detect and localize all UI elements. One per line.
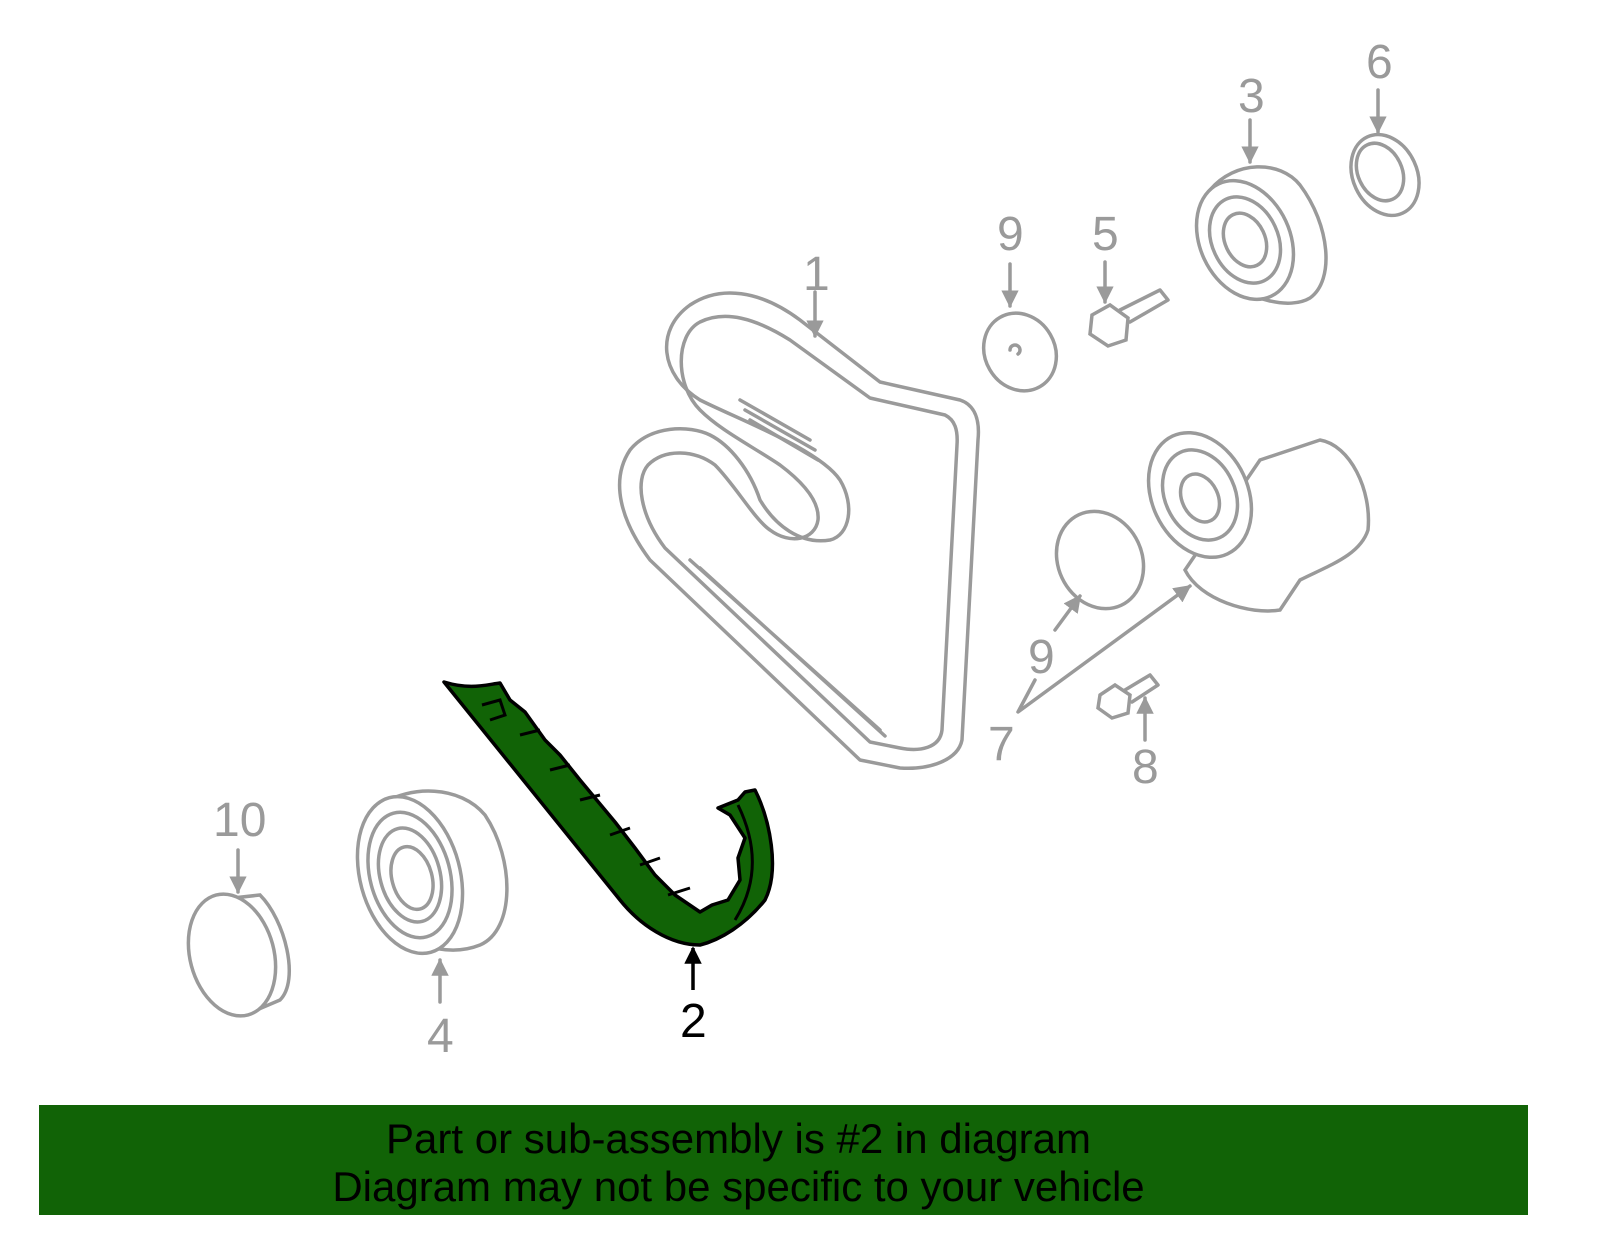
part-10-cap[interactable]	[175, 884, 292, 1026]
banner-line-2: Diagram may not be specific to your vehi…	[332, 1163, 1145, 1210]
callout-1: 1	[803, 248, 830, 301]
callout-5: 5	[1092, 208, 1119, 261]
callout-9-lower: 9	[1028, 631, 1055, 684]
callout-7: 7	[988, 718, 1015, 771]
callout-4: 4	[427, 1010, 454, 1063]
callout-10: 10	[213, 794, 266, 847]
part-1-serpentine-belt[interactable]	[617, 291, 981, 770]
callout-2: 2	[680, 995, 707, 1048]
part-6-cap[interactable]	[1338, 123, 1432, 226]
callout-8: 8	[1132, 741, 1159, 794]
info-banner: Part or sub-assembly is #2 in diagram Di…	[39, 1105, 1528, 1215]
part-9-cap-lower[interactable]	[1041, 497, 1159, 623]
part-3-idler-pulley[interactable]	[1178, 165, 1328, 315]
banner-line-1: Part or sub-assembly is #2 in diagram	[386, 1115, 1091, 1162]
part-4-pulley[interactable]	[341, 785, 509, 965]
callout-3: 3	[1238, 70, 1265, 123]
part-2-timing-belt-highlighted[interactable]	[442, 680, 775, 947]
part-5-bolt[interactable]	[1088, 288, 1170, 348]
callout-9-top: 9	[997, 208, 1024, 261]
part-8-bolt[interactable]	[1096, 673, 1160, 720]
callout-6: 6	[1366, 36, 1393, 89]
part-7-tensioner[interactable]	[1129, 416, 1371, 613]
leader-arrows	[229, 88, 1387, 1004]
part-9-cap-top[interactable]	[970, 300, 1071, 404]
